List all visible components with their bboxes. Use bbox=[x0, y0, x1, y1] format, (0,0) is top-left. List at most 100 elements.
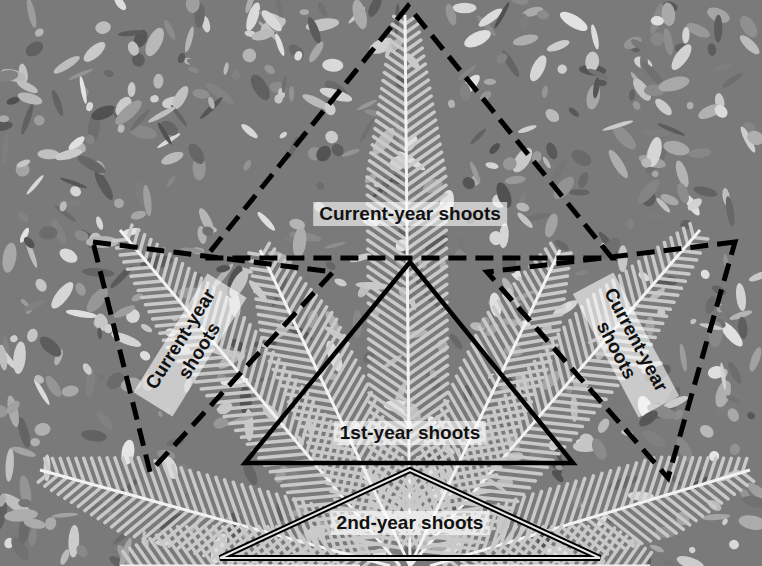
litter-leaf bbox=[686, 102, 693, 110]
litter-leaf bbox=[726, 360, 744, 385]
litter-leaf bbox=[469, 127, 488, 146]
litter-leaf bbox=[748, 269, 762, 283]
litter-leaf bbox=[714, 15, 723, 43]
litter-leaf bbox=[33, 277, 49, 294]
litter-leaf bbox=[678, 343, 688, 372]
litter-leaf bbox=[26, 327, 40, 343]
litter-leaf bbox=[18, 499, 31, 507]
litter-leaf bbox=[543, 212, 561, 239]
litter-leaf bbox=[9, 334, 19, 344]
litter-leaf bbox=[0, 344, 9, 371]
litter-leaf bbox=[688, 147, 712, 158]
litter-leaf bbox=[697, 422, 716, 440]
litter-leaf bbox=[256, 210, 277, 232]
litter-leaf bbox=[649, 30, 667, 47]
litter-leaf bbox=[443, 3, 458, 27]
litter-leaf bbox=[455, 235, 468, 254]
litter-leaf bbox=[596, 79, 607, 87]
litter-leaf bbox=[663, 559, 674, 566]
litter-leaf bbox=[68, 67, 94, 81]
litter-leaf bbox=[97, 327, 103, 339]
litter-leaf bbox=[286, 42, 306, 61]
rachis bbox=[460, 565, 650, 566]
litter-leaf bbox=[737, 513, 762, 532]
litter-leaf bbox=[112, 0, 128, 12]
litter-leaf bbox=[43, 515, 58, 531]
litter-leaf bbox=[315, 180, 326, 191]
litter-leaf bbox=[223, 62, 230, 75]
litter-leaf bbox=[650, 16, 664, 26]
litter-leaf bbox=[545, 38, 570, 54]
litter-leaf bbox=[291, 226, 308, 258]
litter-leaf bbox=[247, 71, 274, 103]
litter-leaf bbox=[128, 108, 151, 133]
shoot-label: Current-year shoots bbox=[133, 273, 246, 416]
litter-leaf bbox=[587, 67, 610, 81]
litter-leaf bbox=[22, 235, 37, 250]
litter-leaf bbox=[316, 1, 329, 18]
litter-leaf bbox=[33, 27, 45, 39]
litter-leaf bbox=[58, 200, 68, 212]
litter-leaf bbox=[57, 245, 80, 265]
litter-leaf bbox=[23, 298, 47, 313]
litter-leaf bbox=[448, 332, 465, 351]
litter-leaf bbox=[589, 24, 600, 50]
litter-leaf bbox=[19, 102, 35, 135]
litter-leaf bbox=[4, 448, 15, 482]
litter-leaf bbox=[207, 96, 216, 110]
litter-leaf bbox=[153, 73, 164, 88]
litter-leaf bbox=[0, 493, 7, 507]
litter-leaf bbox=[675, 553, 706, 566]
litter-leaf bbox=[707, 43, 717, 57]
litter-leaf bbox=[688, 546, 697, 555]
litter-leaf bbox=[606, 147, 631, 180]
litter-leaf bbox=[165, 174, 177, 188]
litter-leaf bbox=[288, 217, 306, 231]
litter-leaf bbox=[50, 89, 66, 117]
litter-leaf bbox=[350, 0, 370, 31]
litter-leaf bbox=[251, 27, 276, 42]
litter-leaf bbox=[94, 20, 112, 35]
litter-leaf bbox=[313, 143, 334, 164]
litter-leaf bbox=[642, 128, 671, 137]
litter-leaf bbox=[112, 303, 137, 320]
litter-leaf bbox=[34, 422, 52, 437]
litter-leaf bbox=[498, 223, 509, 249]
litter-leaf bbox=[657, 74, 691, 95]
shoot-label: 2nd-year shoots bbox=[331, 511, 490, 535]
litter-leaf bbox=[263, 63, 277, 76]
litter-leaf bbox=[584, 83, 602, 111]
litter-leaf bbox=[300, 9, 309, 15]
litter-leaf bbox=[645, 317, 655, 336]
litter-leaf bbox=[712, 62, 734, 74]
litter-leaf bbox=[162, 19, 178, 42]
litter-leaf bbox=[38, 226, 57, 241]
litter-leaf bbox=[244, 0, 256, 14]
litter-leaf bbox=[289, 86, 294, 102]
litter-leaf bbox=[239, 122, 259, 140]
litter-leaf bbox=[324, 241, 346, 250]
litter-leaf bbox=[668, 41, 695, 73]
litter-leaf bbox=[81, 429, 108, 443]
litter-leaf bbox=[0, 115, 9, 122]
litter-leaf bbox=[273, 33, 286, 57]
litter-leaf bbox=[719, 303, 728, 312]
litter-leaf bbox=[689, 318, 697, 325]
litter-leaf bbox=[550, 468, 565, 483]
double-outline bbox=[220, 470, 600, 558]
litter-leaf bbox=[74, 543, 90, 559]
litter-leaf bbox=[118, 29, 144, 37]
litter-leaf bbox=[501, 156, 518, 172]
litter-leaf bbox=[512, 32, 539, 47]
litter-leaf bbox=[140, 322, 154, 334]
litter-leaf bbox=[36, 333, 64, 360]
litter-leaf bbox=[493, 1, 511, 29]
litter-leaf bbox=[43, 373, 65, 399]
litter-leaf bbox=[627, 218, 634, 229]
litter-leaf bbox=[494, 51, 509, 66]
litter-leaf bbox=[536, 9, 550, 20]
litter-leaf bbox=[746, 411, 756, 420]
litter-leaf bbox=[84, 133, 97, 146]
litter-leaf bbox=[18, 475, 34, 508]
litter-leaf bbox=[518, 13, 529, 32]
